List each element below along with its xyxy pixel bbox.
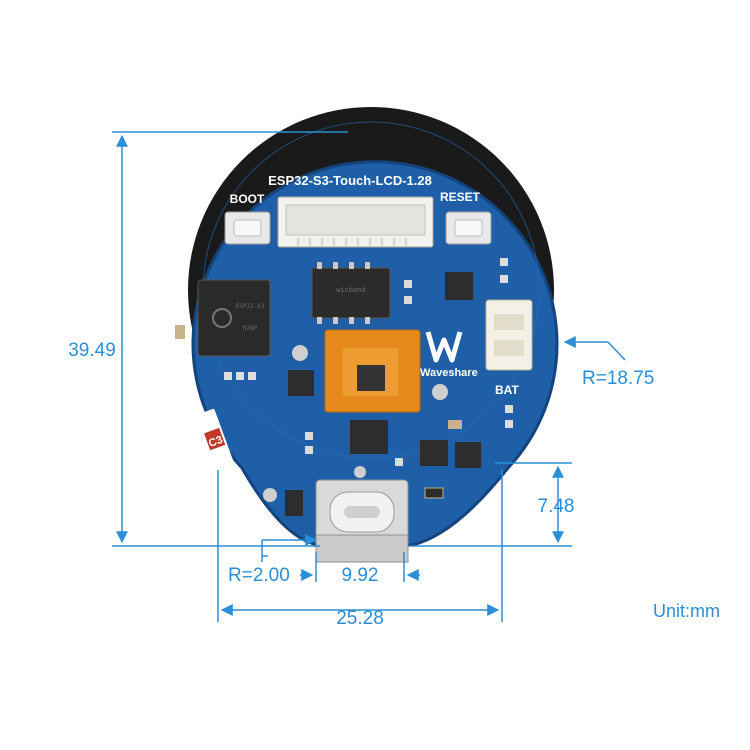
unit-label: Unit:mm	[653, 601, 720, 621]
boot-button[interactable]	[224, 211, 271, 245]
dim-height: 39.49	[68, 340, 116, 361]
dim-usb-width: 9.92	[342, 565, 379, 586]
esp32-chip: ESP32-S3 R2NP	[197, 279, 271, 357]
brand-label: Waveshare	[420, 367, 478, 379]
fpc-connector	[277, 196, 434, 248]
orange-component-area	[324, 329, 421, 413]
board-title: ESP32-S3-Touch-LCD-1.28	[268, 173, 432, 188]
reset-button[interactable]	[445, 211, 492, 245]
reset-label: RESET	[440, 190, 481, 204]
boot-label: BOOT	[230, 192, 265, 206]
waveshare-logo: Waveshare	[420, 331, 478, 379]
svg-text:R2NP: R2NP	[243, 325, 258, 332]
svg-text:winbond: winbond	[336, 286, 366, 294]
battery-connector	[485, 299, 533, 371]
c3-label: C3	[207, 434, 224, 450]
dim-radius-big: R=18.75	[582, 368, 654, 389]
dim-usb-offset: 7.48	[538, 496, 575, 517]
dim-radius-small: R=2.00	[228, 565, 290, 586]
bat-label: BAT	[495, 383, 519, 397]
flash-chip: winbond	[311, 262, 391, 324]
small-components	[175, 258, 513, 516]
dim-width: 25.28	[336, 608, 384, 629]
usb-c-port[interactable]	[315, 479, 409, 563]
svg-text:ESP32-S3: ESP32-S3	[236, 303, 265, 310]
dimension-lines	[112, 131, 626, 622]
c3-capacitor: C3	[195, 408, 235, 472]
pcb-board: ESP32-S3-Touch-LCD-1.28 BOOT RESET	[175, 107, 559, 563]
